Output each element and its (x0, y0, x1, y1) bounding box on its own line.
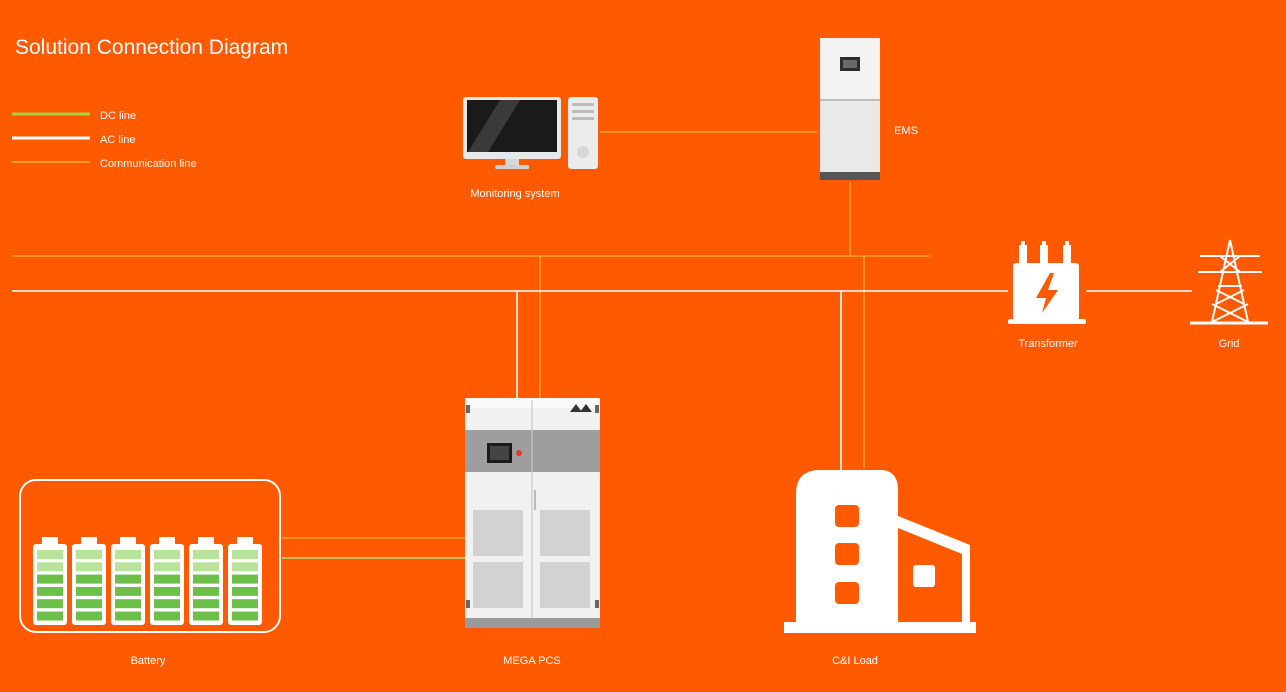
page-title: Solution Connection Diagram (15, 36, 289, 59)
ac-lines (12, 290, 1192, 470)
battery-cell-icon (72, 537, 106, 625)
mega-pcs-cabinet-icon (465, 398, 600, 628)
pcs-label: MEGA PCS (503, 655, 561, 667)
battery-cell-icon (33, 537, 67, 625)
legend-comm-label: Communication line (100, 158, 197, 170)
transformer-label: Transformer (1018, 338, 1078, 350)
communication-lines (12, 131, 930, 539)
battery-cell-icon (150, 537, 184, 625)
monitoring-computer-icon (463, 97, 598, 169)
battery-cell-icon (228, 537, 262, 625)
ems-cabinet-icon (820, 38, 880, 180)
grid-tower-icon (1190, 239, 1268, 325)
ci-load-building-icon (784, 470, 976, 633)
load-label: C&I Load (832, 655, 878, 667)
battery-cell-icon (111, 537, 145, 625)
legend-dc-label: DC line (100, 110, 137, 122)
battery-cell-icon (189, 537, 223, 625)
battery-label: Battery (130, 655, 166, 667)
monitoring-label: Monitoring system (470, 188, 560, 200)
battery-rack-icon (19, 479, 281, 633)
legend-ac-label: AC line (100, 134, 136, 146)
ems-label: EMS (894, 125, 918, 137)
transformer-icon (1008, 241, 1086, 324)
grid-label: Grid (1218, 338, 1240, 350)
